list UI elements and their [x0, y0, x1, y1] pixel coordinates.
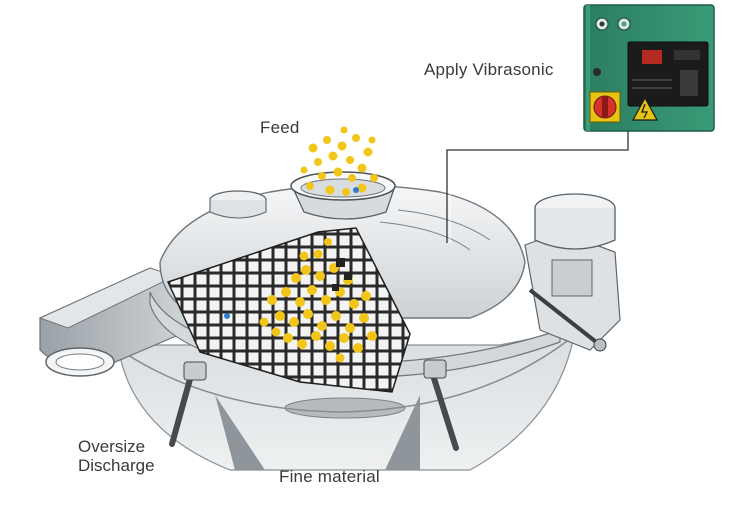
oversize-discharge-line2: Discharge: [78, 456, 155, 475]
control-box: [583, 4, 715, 132]
lid-clamps: [169, 359, 459, 451]
oversize-discharge-line1: Oversize: [78, 437, 146, 456]
blue-marker-inlet: [353, 187, 359, 193]
fine-material-label: Fine material: [279, 467, 380, 486]
warning-triangle-icon: [631, 96, 659, 121]
oversize-chute: [38, 267, 191, 377]
oversize-discharge-label: Oversize Discharge: [78, 437, 155, 475]
leader-line-shadow: [449, 128, 632, 243]
mesh-particles: [259, 238, 377, 363]
apply-vibrasonic-label: Apply Vibrasonic: [424, 60, 554, 79]
feed-label: Feed: [260, 118, 300, 137]
feed-inlet: [290, 171, 396, 220]
indicator-lamp-icon: [593, 17, 631, 76]
feed-particles: [300, 126, 378, 196]
leader-line: [446, 128, 629, 243]
sieve-mesh: [166, 227, 411, 393]
vibrasonic-transducer: [524, 193, 621, 352]
power-switch-icon: [589, 91, 621, 123]
mesh-dark-particles: [332, 258, 352, 291]
blue-marker: [224, 313, 230, 319]
